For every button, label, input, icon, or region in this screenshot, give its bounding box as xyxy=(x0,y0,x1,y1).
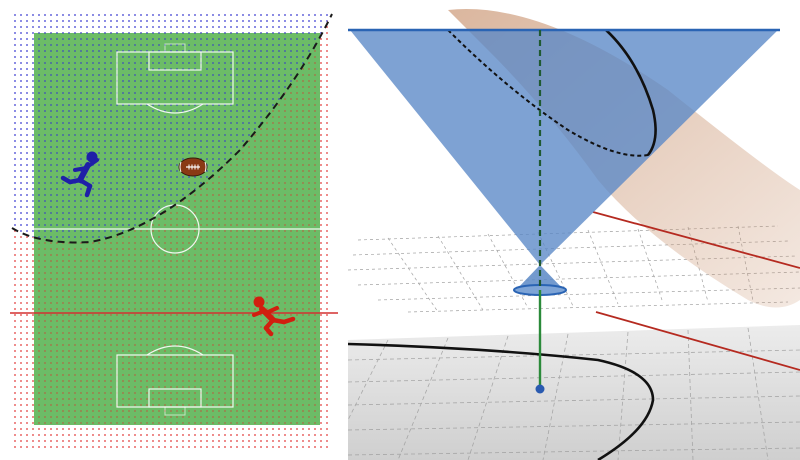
red-line-lower xyxy=(595,311,800,371)
blue-running-player-icon xyxy=(60,151,99,198)
football-icon xyxy=(178,157,208,177)
floor-grid xyxy=(348,327,800,460)
cone-diagram xyxy=(348,9,800,460)
floor-plane xyxy=(348,325,800,460)
cone-3d-panel xyxy=(348,0,800,460)
field-diagram xyxy=(10,12,338,450)
small-cone xyxy=(516,265,564,290)
football-field-panel xyxy=(0,0,342,460)
base-point xyxy=(535,384,545,394)
red-line-upper xyxy=(592,211,800,269)
red-running-player-icon xyxy=(252,296,296,337)
upper-cone xyxy=(350,30,778,265)
cone-solid-curve xyxy=(605,29,657,156)
floor-curve xyxy=(348,342,655,460)
field-markings xyxy=(34,51,320,408)
dashed-boundary-curve xyxy=(11,13,333,244)
